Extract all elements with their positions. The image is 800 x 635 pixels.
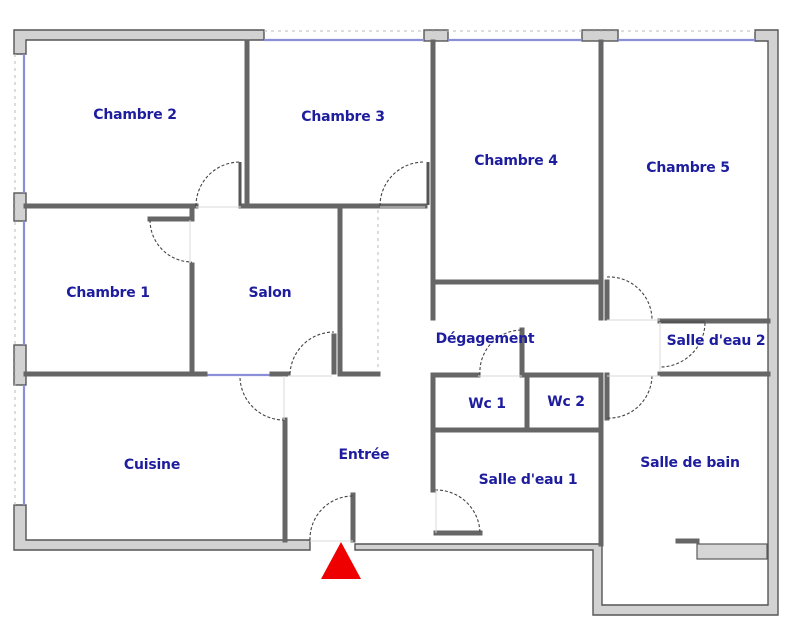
room-label-salle-deau-2: Salle d'eau 2 bbox=[666, 333, 766, 349]
room-label-salon: Salon bbox=[248, 285, 292, 301]
room-label-chambre-5: Chambre 5 bbox=[646, 160, 730, 176]
room-label-entree: Entrée bbox=[338, 447, 390, 463]
room-label-chambre-3: Chambre 3 bbox=[301, 109, 385, 125]
room-label-salle-de-bain: Salle de bain bbox=[640, 455, 740, 471]
room-label-cuisine: Cuisine bbox=[123, 457, 181, 473]
room-label-chambre-4: Chambre 4 bbox=[474, 153, 558, 169]
room-label-wc-1: Wc 1 bbox=[468, 396, 506, 412]
room-label-chambre-2: Chambre 2 bbox=[93, 107, 177, 123]
windows bbox=[14, 30, 755, 505]
doors bbox=[149, 161, 706, 541]
room-label-degagement: Dégagement bbox=[435, 331, 535, 347]
interior-walls bbox=[23, 39, 771, 547]
entry-arrow-icon bbox=[321, 542, 361, 579]
room-label-wc-2: Wc 2 bbox=[547, 394, 585, 410]
room-label-salle-deau-1: Salle d'eau 1 bbox=[478, 472, 578, 488]
room-label-chambre-1: Chambre 1 bbox=[66, 285, 150, 301]
thresholds bbox=[189, 206, 661, 542]
